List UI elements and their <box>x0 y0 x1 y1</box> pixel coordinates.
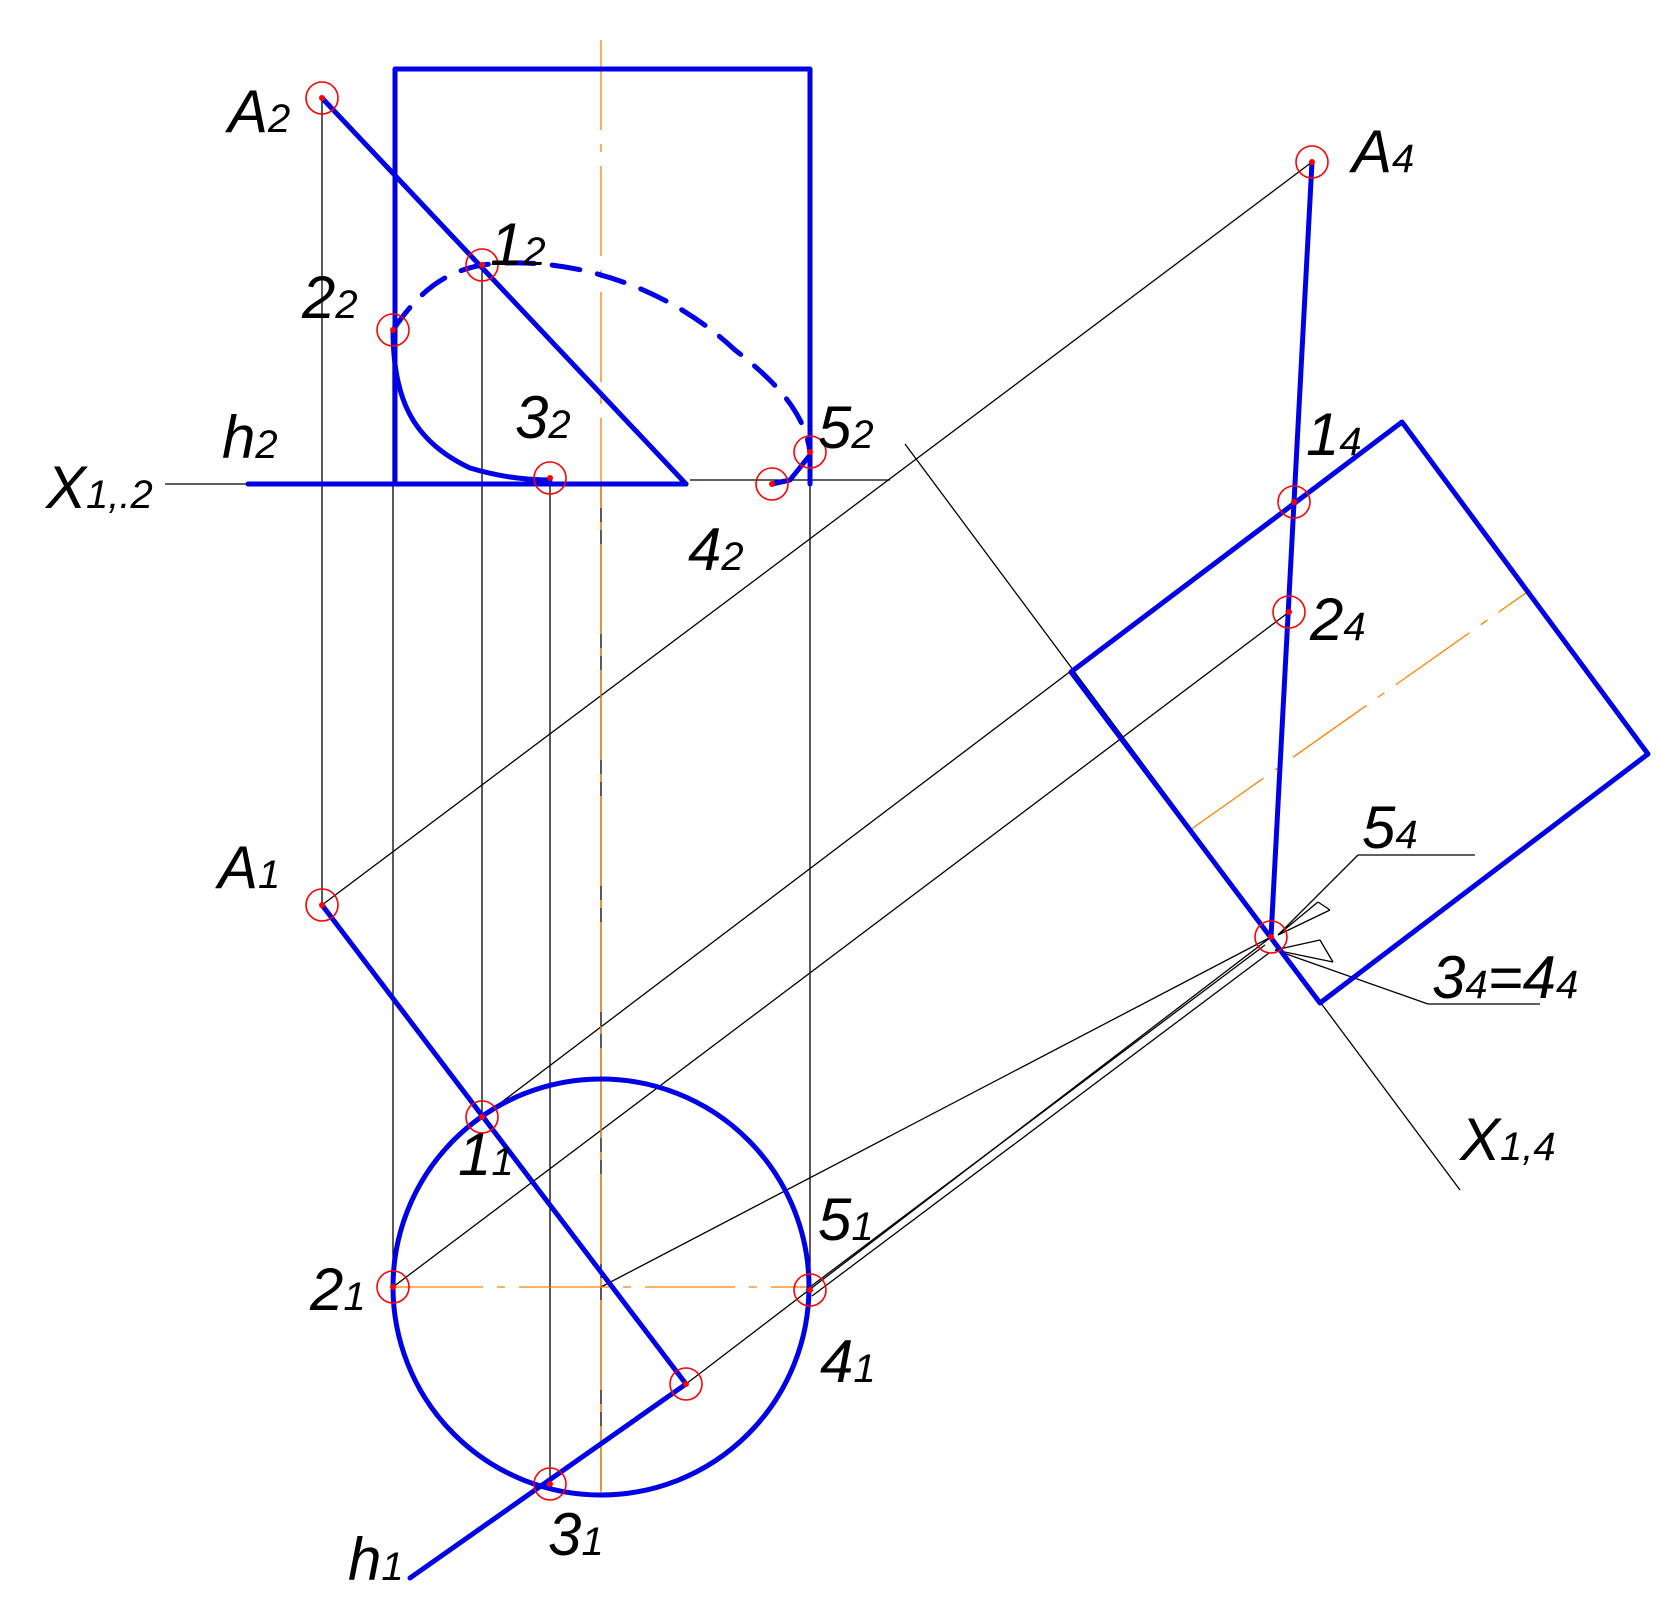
section-curve-end <box>769 452 813 487</box>
label-4-1: 41 <box>820 1328 876 1395</box>
label-3-1: 31 <box>548 1501 604 1568</box>
point-marker-2-4 <box>1272 595 1306 629</box>
label-1-2: 12 <box>490 211 546 278</box>
point-dot-1-2 <box>479 262 485 268</box>
label-5-2: 52 <box>818 394 874 461</box>
label-2-2: 22 <box>301 264 358 331</box>
point-dot-3-1 <box>547 1481 553 1487</box>
point-dot-2-1 <box>390 1284 396 1290</box>
label-3-2: 32 <box>515 384 571 451</box>
auxiliary-rectangle <box>1068 419 1651 1006</box>
point-marker-3-2 <box>533 461 567 495</box>
point-marker-2-2 <box>376 313 410 347</box>
label-a2: A2 <box>225 78 290 145</box>
label-4-2: 42 <box>688 516 744 583</box>
point-dot-2-2 <box>390 327 396 333</box>
point-dot-a4 <box>1309 159 1315 165</box>
transfer-line-5 <box>811 952 1270 1297</box>
label-5-1: 51 <box>818 1186 874 1253</box>
point-dot-5-2 <box>807 449 813 455</box>
leader-line-5-4 <box>1277 854 1359 936</box>
point-dot-a2 <box>319 95 325 101</box>
segment-a1-4 <box>319 902 689 1387</box>
label-a4: A4 <box>1349 118 1414 185</box>
point-marker-a1 <box>305 888 339 922</box>
transfer-line-2 <box>392 611 1290 1288</box>
segment-a4-5 <box>1268 159 1315 940</box>
label-2-4: 24 <box>1309 586 1366 653</box>
label-2-1: 21 <box>309 1256 366 1323</box>
point-dot-1-4 <box>1291 499 1297 505</box>
labels: A2 12 22 32 52 42 h2 X1,.2 A4 14 24 54 3… <box>44 78 1578 1593</box>
point-dot-2-4 <box>1286 609 1292 615</box>
point-marker-1-4 <box>1277 485 1311 519</box>
point-marker-4-2 <box>755 467 789 501</box>
transfer-line-4b <box>805 944 1266 1291</box>
label-x12: X1,.2 <box>44 454 153 521</box>
transfer-line-a <box>321 161 1313 906</box>
point-dot-4-1 <box>683 1381 689 1387</box>
point-marker-5-4 <box>1254 920 1288 954</box>
visible-contours <box>245 66 1651 1581</box>
label-h2: h2 <box>222 404 278 471</box>
label-h1: h1 <box>348 1526 404 1593</box>
trace-line-h1 <box>407 1381 689 1581</box>
point-marker-2-1 <box>376 1270 410 1304</box>
point-dot-1-1 <box>479 1114 485 1120</box>
center-lines <box>393 40 1531 1495</box>
point-dot-5-1 <box>807 1287 813 1293</box>
point-dot-4-2 <box>769 481 775 487</box>
point-marker-5-1 <box>793 1273 827 1307</box>
segment-a2-4 <box>319 95 689 487</box>
transfer-line-3 <box>600 936 1272 1288</box>
label-5-4: 54 <box>1362 794 1418 861</box>
construction-lines <box>165 98 1540 1490</box>
label-1-4: 14 <box>1306 401 1362 468</box>
point-marker-1-1 <box>465 1100 499 1134</box>
point-markers <box>305 81 1329 1501</box>
point-marker-3-1 <box>533 1467 567 1501</box>
auxiliary-axis-line <box>1189 589 1531 831</box>
point-marker-a2 <box>305 81 339 115</box>
point-marker-5-2 <box>793 435 827 469</box>
label-1-1: 11 <box>458 1121 514 1188</box>
label-a1: A1 <box>215 834 280 901</box>
frontal-rectangle <box>392 66 813 487</box>
label-x14: X1,4 <box>1458 1106 1556 1173</box>
point-marker-1-2 <box>465 248 499 282</box>
point-marker-a4 <box>1295 145 1329 179</box>
point-marker-4-1 <box>669 1367 703 1401</box>
point-dot-3-2 <box>547 475 553 481</box>
label-3-4-equals-4-4: 34=44 <box>1432 944 1578 1011</box>
point-dot-a1 <box>319 902 325 908</box>
point-dot-5-4 <box>1268 934 1274 940</box>
section-curve-visible <box>390 327 553 483</box>
section-curve-hidden <box>390 260 813 455</box>
